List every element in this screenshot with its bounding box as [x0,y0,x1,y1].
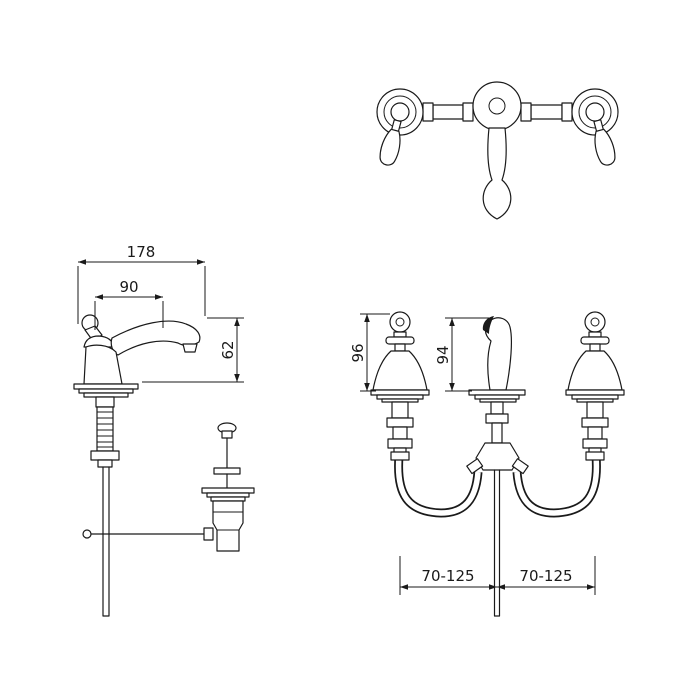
deck-mixer-front-view [370,311,625,617]
right-arm-nut-inner [520,102,532,122]
backnut [90,450,120,461]
tap-side-view [73,314,201,617]
dim-label-70-125-left: 70-125 [421,567,474,585]
center-down-pipe [493,469,501,617]
center-body [472,81,522,131]
dimension-overall-depth: 178 [77,243,206,324]
popup-knob-neck [221,430,233,439]
shank [95,396,115,408]
dim-label-178: 178 [127,243,156,261]
left-arm-nut-outer [422,102,434,122]
aerator [182,343,198,353]
left-escutcheon-ring [383,95,417,129]
dimension-handle-height: 96 [349,313,390,392]
spout-outlet [482,316,494,334]
tail-connector [97,459,113,468]
dimension-hole-centres-left: 70-125 [399,556,497,595]
supply-pipe [102,466,110,617]
dim-label-90: 90 [119,278,138,296]
wall-mixer-front-view [376,81,619,220]
threaded-shank [96,406,114,452]
popup-waste-side-view [82,422,255,552]
lever-rod-ball [82,529,92,539]
left-arm-nut-inner [462,102,474,122]
dim-label-62: 62 [219,340,237,359]
dimension-side-spout-height: 62 [142,317,244,383]
right-hose-nut [585,451,605,461]
wye-port-right [511,458,529,475]
deck-flange-1 [73,383,139,390]
dimension-hole-centres-right: 70-125 [497,556,596,595]
dimension-spout-reach: 90 [94,278,164,330]
right-valve-cap [585,102,605,122]
waste-body [212,500,244,552]
front-left-valve [370,311,430,457]
waste-flange-1 [201,487,255,494]
lever-rod-clamp [203,527,214,541]
right-arm-nut-outer [561,102,573,122]
dimension-front-spout-height: 94 [434,317,489,392]
tap-body [83,344,123,385]
flexible-hoses [390,451,605,518]
right-arm-pipe [530,104,563,120]
wye-fitting [475,442,520,471]
front-center-spout [466,316,529,617]
wye-port-left [466,458,484,475]
right-lever-handle [593,119,616,166]
front-right-valve [565,311,625,457]
dim-label-70-125-right: 70-125 [519,567,572,585]
left-lever-handle [379,119,402,166]
center-spout [482,127,512,220]
dim-label-96: 96 [349,343,367,362]
popup-guide [213,467,241,475]
left-arm-pipe [432,104,464,120]
thread-lines [96,411,114,448]
left-hose-nut [390,451,410,461]
waste-body-lines [212,511,244,531]
dim-label-94: 94 [434,345,452,364]
right-escutcheon-ring [578,95,612,129]
center-body-cap [488,97,506,115]
left-valve-cap [390,102,410,122]
